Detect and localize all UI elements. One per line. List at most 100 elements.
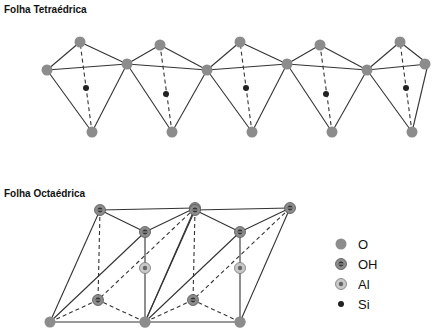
octa-hidden-edge [193,208,290,300]
o-atom [362,65,373,76]
legend-row: Si [332,294,378,314]
tetra-edge [367,64,428,70]
sheet-title: Folha Octaédrica [4,188,85,199]
o-atom [315,40,326,51]
octa-edge [145,210,195,322]
tetra-edge [320,45,367,70]
octa-hidden-edge [50,300,98,322]
tetra-edge [47,42,80,70]
legend-text: Al [358,277,370,292]
o-atom [202,65,213,76]
tetra-edge [127,45,160,64]
tetra-edge [207,70,252,132]
al-atom [235,263,246,274]
si-atom [243,85,249,91]
tetra-edge [47,70,92,132]
tetra-hidden-edge [240,42,252,132]
tetra-edge [127,64,172,132]
octa-hidden-edge [98,208,195,300]
tetra-edge [92,64,127,132]
octa-edge [195,208,290,210]
tetra-edge [47,64,127,70]
o-atom [140,317,151,328]
si-atom [163,91,169,97]
octa-edge [50,210,100,322]
octa-edge [239,232,240,322]
oh-atom [235,227,246,238]
octa-hidden-edge [98,300,145,322]
legend-text: Si [358,297,370,312]
si-atom [403,85,409,91]
sheet-title: Folha Tetraédrica [4,4,87,15]
o-atom [247,127,258,138]
al-atom [140,263,151,274]
o-atom [87,127,98,138]
legend-swatch [332,255,350,273]
o-atom [140,317,151,328]
o-atom [42,65,53,76]
octa-edge [240,208,290,232]
octa-edge [100,210,145,232]
tetra-hidden-edge [400,42,412,132]
legend-swatch [332,235,350,253]
octa-edge [145,208,195,322]
tetra-edge [160,45,207,70]
tetra-edge [127,64,207,70]
tetra-edge [287,64,367,70]
octa-edge [145,321,240,322]
octa-hidden-edge [145,300,193,322]
tetra-hidden-edge [160,45,172,132]
tetra-edge [207,64,287,70]
o-atom [282,59,293,70]
octa-hidden-edge [98,210,100,300]
tetra-hidden-edge [320,45,332,132]
tetra-edge [252,64,287,132]
o-atom [407,127,418,138]
o-atom [122,59,133,70]
tetra-edge [240,42,287,64]
legend-swatch [332,295,350,313]
octa-hidden-edge [193,210,195,300]
legend-text: OH [358,257,378,272]
tetra-edge [367,42,400,70]
tetra-edge [412,64,428,132]
o-atom [235,317,246,328]
si-atom [83,85,89,91]
o-atom [75,37,86,48]
octa-edge [100,208,195,210]
tetra-edge [80,42,127,64]
octa-edge [144,232,145,322]
legend-text: O [358,237,368,252]
tetra-edge [287,45,320,64]
tetra-edge [207,42,240,70]
octa-edge [195,210,240,232]
octa-edge [145,232,240,322]
o-atom [155,40,166,51]
o-atom [235,317,246,328]
tetra-edge [287,64,332,132]
legend-row: Al [332,274,378,294]
o-atom [45,317,56,328]
legend: O OH AlSi [332,234,378,314]
legend-row: OH [332,254,378,274]
o-atom [167,127,178,138]
oh-atom [140,227,151,238]
oh-atom [190,205,201,216]
octa-edge [50,232,145,322]
o-atom [327,127,338,138]
si-atom [323,91,329,97]
tetra-edge [172,70,207,132]
oh-atom [93,295,104,306]
octa-hidden-edge [193,300,240,322]
legend-swatch-circle [336,239,347,250]
tetra-edge [332,70,367,132]
o-atom [235,37,246,48]
tetra-edge [367,70,412,132]
o-atom [420,59,431,70]
octa-edge [240,208,290,322]
oh-atom [336,259,347,270]
octa-edge [50,321,145,322]
legend-swatch [332,275,350,293]
legend-row: O [332,234,378,254]
